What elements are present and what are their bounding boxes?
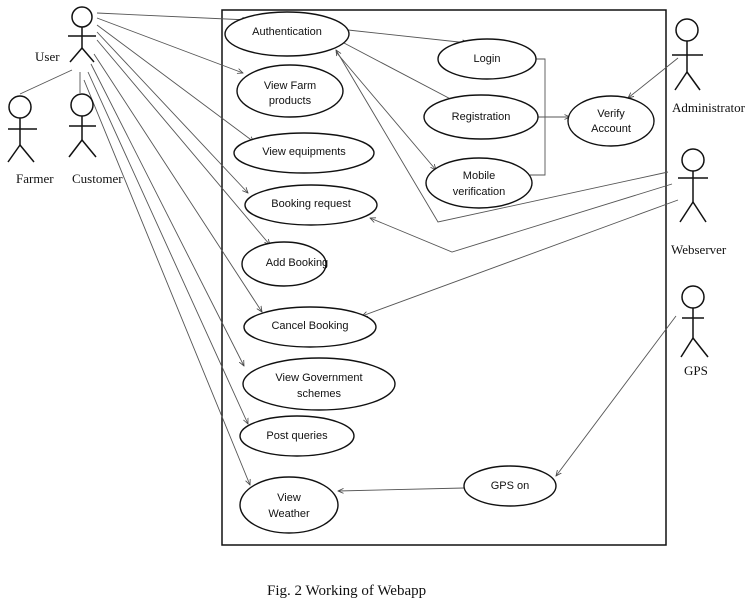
- edge-user-post-queries: [87, 71, 248, 424]
- use-case-registration-label: Registration: [452, 111, 511, 123]
- actor-user-label: User: [35, 49, 60, 64]
- edge-user-view-equipments: [96, 24, 254, 142]
- use-case-verify-account-label-1: Verify: [597, 108, 625, 120]
- use-case-gps-on-label: GPS on: [491, 480, 530, 492]
- edge-user-view-weather: [83, 79, 250, 485]
- use-case-view-weather-label-2: Weather: [268, 508, 310, 520]
- use-case-cancel-booking: Cancel Booking: [243, 306, 377, 348]
- use-case-view-farm-products-label-2: products: [269, 95, 312, 107]
- user-associations: [83, 12, 270, 485]
- use-case-authentication: Authentication: [224, 11, 350, 57]
- use-case-view-farm-products: View Farm products: [236, 64, 344, 118]
- use-case-view-government-schemes-label-1: View Government: [275, 372, 362, 384]
- actor-gps: GPS: [680, 285, 709, 378]
- actor-user: User: [35, 6, 96, 64]
- use-case-mobile-verification-label-1: Mobile: [463, 170, 495, 182]
- edge-user-booking-request: [96, 31, 248, 193]
- webserver-stick-figure-icon: [678, 148, 708, 223]
- administrator-stick-figure-icon: [672, 18, 703, 91]
- use-case-add-booking: Add Booking: [241, 241, 328, 287]
- edge-user-view-farm-products: [96, 17, 243, 73]
- edge-gps-on-view-weather: [338, 487, 465, 491]
- use-case-verify-account: Verify Account: [567, 95, 655, 147]
- use-case-view-government-schemes-label-2: schemes: [297, 388, 342, 400]
- actor-farmer: Farmer: [7, 95, 54, 186]
- use-case-mobile-verification-label-2: verification: [453, 186, 506, 198]
- use-case-login: Login: [437, 38, 537, 80]
- use-case-booking-request-label: Booking request: [271, 198, 351, 210]
- actor-webserver-label: Webserver: [671, 242, 727, 257]
- use-case-cancel-booking-label: Cancel Booking: [271, 320, 348, 332]
- farmer-stick-figure-icon: [7, 95, 37, 163]
- actor-customer-label: Customer: [72, 171, 123, 186]
- use-case-gps-on: GPS on: [463, 465, 557, 507]
- use-case-view-weather-label-1: View: [277, 492, 301, 504]
- actor-gps-label: GPS: [684, 363, 708, 378]
- edge-admin-verify: [628, 57, 679, 98]
- use-case-booking-request: Booking request: [244, 184, 378, 226]
- edge-auth-mobile: [335, 51, 436, 170]
- use-case-view-equipments: View equipments: [233, 132, 375, 174]
- figure-caption: Fig. 2 Working of Webapp: [267, 583, 426, 599]
- use-case-post-queries-label: Post queries: [266, 430, 328, 442]
- customer-stick-figure-icon: [68, 93, 97, 158]
- edge-user-add-booking: [96, 39, 270, 245]
- gps-stick-figure-icon: [680, 285, 709, 358]
- user-stick-figure-icon: [68, 6, 96, 63]
- actor-customer: Customer: [68, 93, 123, 186]
- edge-webserver-booking-request: [370, 183, 673, 253]
- use-case-registration: Registration: [423, 94, 539, 140]
- use-case-view-farm-products-label-1: View Farm: [264, 80, 316, 92]
- use-case-view-weather: View Weather: [239, 476, 339, 534]
- use-case-view-government-schemes: View Government schemes: [242, 357, 396, 411]
- actor-administrator-label: Administrator: [672, 100, 746, 115]
- use-case-post-queries: Post queries: [239, 415, 355, 457]
- use-case-mobile-verification: Mobile verification: [425, 157, 533, 209]
- edge-user-farmer: [19, 69, 73, 95]
- actor-administrator: Administrator: [672, 18, 746, 115]
- use-case-authentication-label: Authentication: [252, 26, 322, 38]
- actor-webserver: Webserver: [671, 148, 727, 257]
- edge-user-cancel-booking: [93, 53, 262, 312]
- edge-webserver-cancel-booking: [362, 199, 679, 316]
- system-boundary: [221, 9, 667, 546]
- use-case-login-label: Login: [474, 53, 501, 65]
- edge-user-view-government-schemes: [90, 63, 244, 366]
- use-case-view-equipments-label: View equipments: [262, 146, 346, 158]
- edge-auth-login: [347, 29, 468, 43]
- use-case-verify-account-label-2: Account: [591, 123, 631, 135]
- use-case-add-booking-label: Add Booking: [266, 257, 328, 269]
- edge-webserver-authentication: [336, 50, 669, 223]
- edge-user-authentication: [96, 12, 248, 20]
- edge-auth-registration: [343, 42, 462, 105]
- actor-farmer-label: Farmer: [16, 171, 54, 186]
- edge-gps-gps-on: [556, 315, 677, 476]
